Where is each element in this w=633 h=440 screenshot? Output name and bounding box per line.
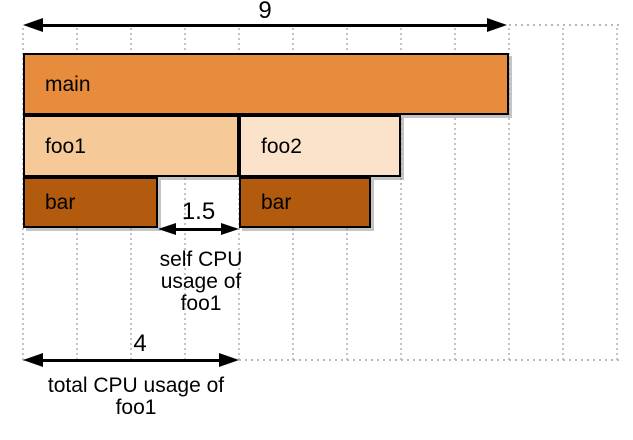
frame-foo1: foo1 bbox=[23, 115, 239, 177]
arrow-left-icon bbox=[23, 353, 43, 367]
frame-foo1-label: foo1 bbox=[45, 134, 86, 158]
gridline bbox=[400, 28, 402, 360]
frame-bar-left: bar bbox=[23, 177, 158, 228]
frame-foo2: foo2 bbox=[239, 115, 401, 177]
arrow-right-icon bbox=[487, 18, 507, 32]
arrow-right-icon bbox=[221, 223, 239, 235]
top-guide-dotted-line bbox=[509, 24, 623, 26]
frame-main-label: main bbox=[45, 72, 91, 96]
gridline bbox=[616, 28, 618, 360]
gridline bbox=[454, 28, 456, 360]
frame-bar-right-label: bar bbox=[261, 191, 292, 214]
gridline bbox=[508, 28, 510, 360]
self-usage-caption: self CPU usage of foo1 bbox=[143, 249, 259, 315]
arrow-left-icon bbox=[23, 18, 43, 32]
caption-line: usage of bbox=[160, 270, 242, 293]
measure-9-arrow-line bbox=[40, 24, 490, 27]
caption-line: foo1 bbox=[180, 292, 222, 315]
total-usage-caption: total CPU usage of foo1 bbox=[23, 375, 249, 419]
frame-bar-left-label: bar bbox=[45, 191, 76, 214]
bottom-guide-dotted-line bbox=[23, 359, 622, 361]
arrow-left-icon bbox=[158, 223, 176, 235]
measure-9-value: 9 bbox=[258, 0, 272, 24]
gridline bbox=[562, 28, 564, 360]
frame-main: main bbox=[23, 53, 509, 115]
caption-line: total CPU usage of bbox=[47, 374, 225, 397]
gridline bbox=[184, 28, 186, 360]
measure-4-arrow-line bbox=[38, 359, 224, 362]
caption-line: self CPU bbox=[159, 248, 243, 271]
frame-bar-right: bar bbox=[239, 177, 371, 228]
frame-foo2-label: foo2 bbox=[261, 134, 302, 158]
measure-4-value: 4 bbox=[133, 330, 147, 357]
measure-1-5-value: 1.5 bbox=[181, 198, 216, 225]
arrow-right-icon bbox=[219, 353, 239, 367]
caption-line: foo1 bbox=[115, 396, 157, 419]
measure-1-5-arrow-line bbox=[170, 228, 227, 231]
